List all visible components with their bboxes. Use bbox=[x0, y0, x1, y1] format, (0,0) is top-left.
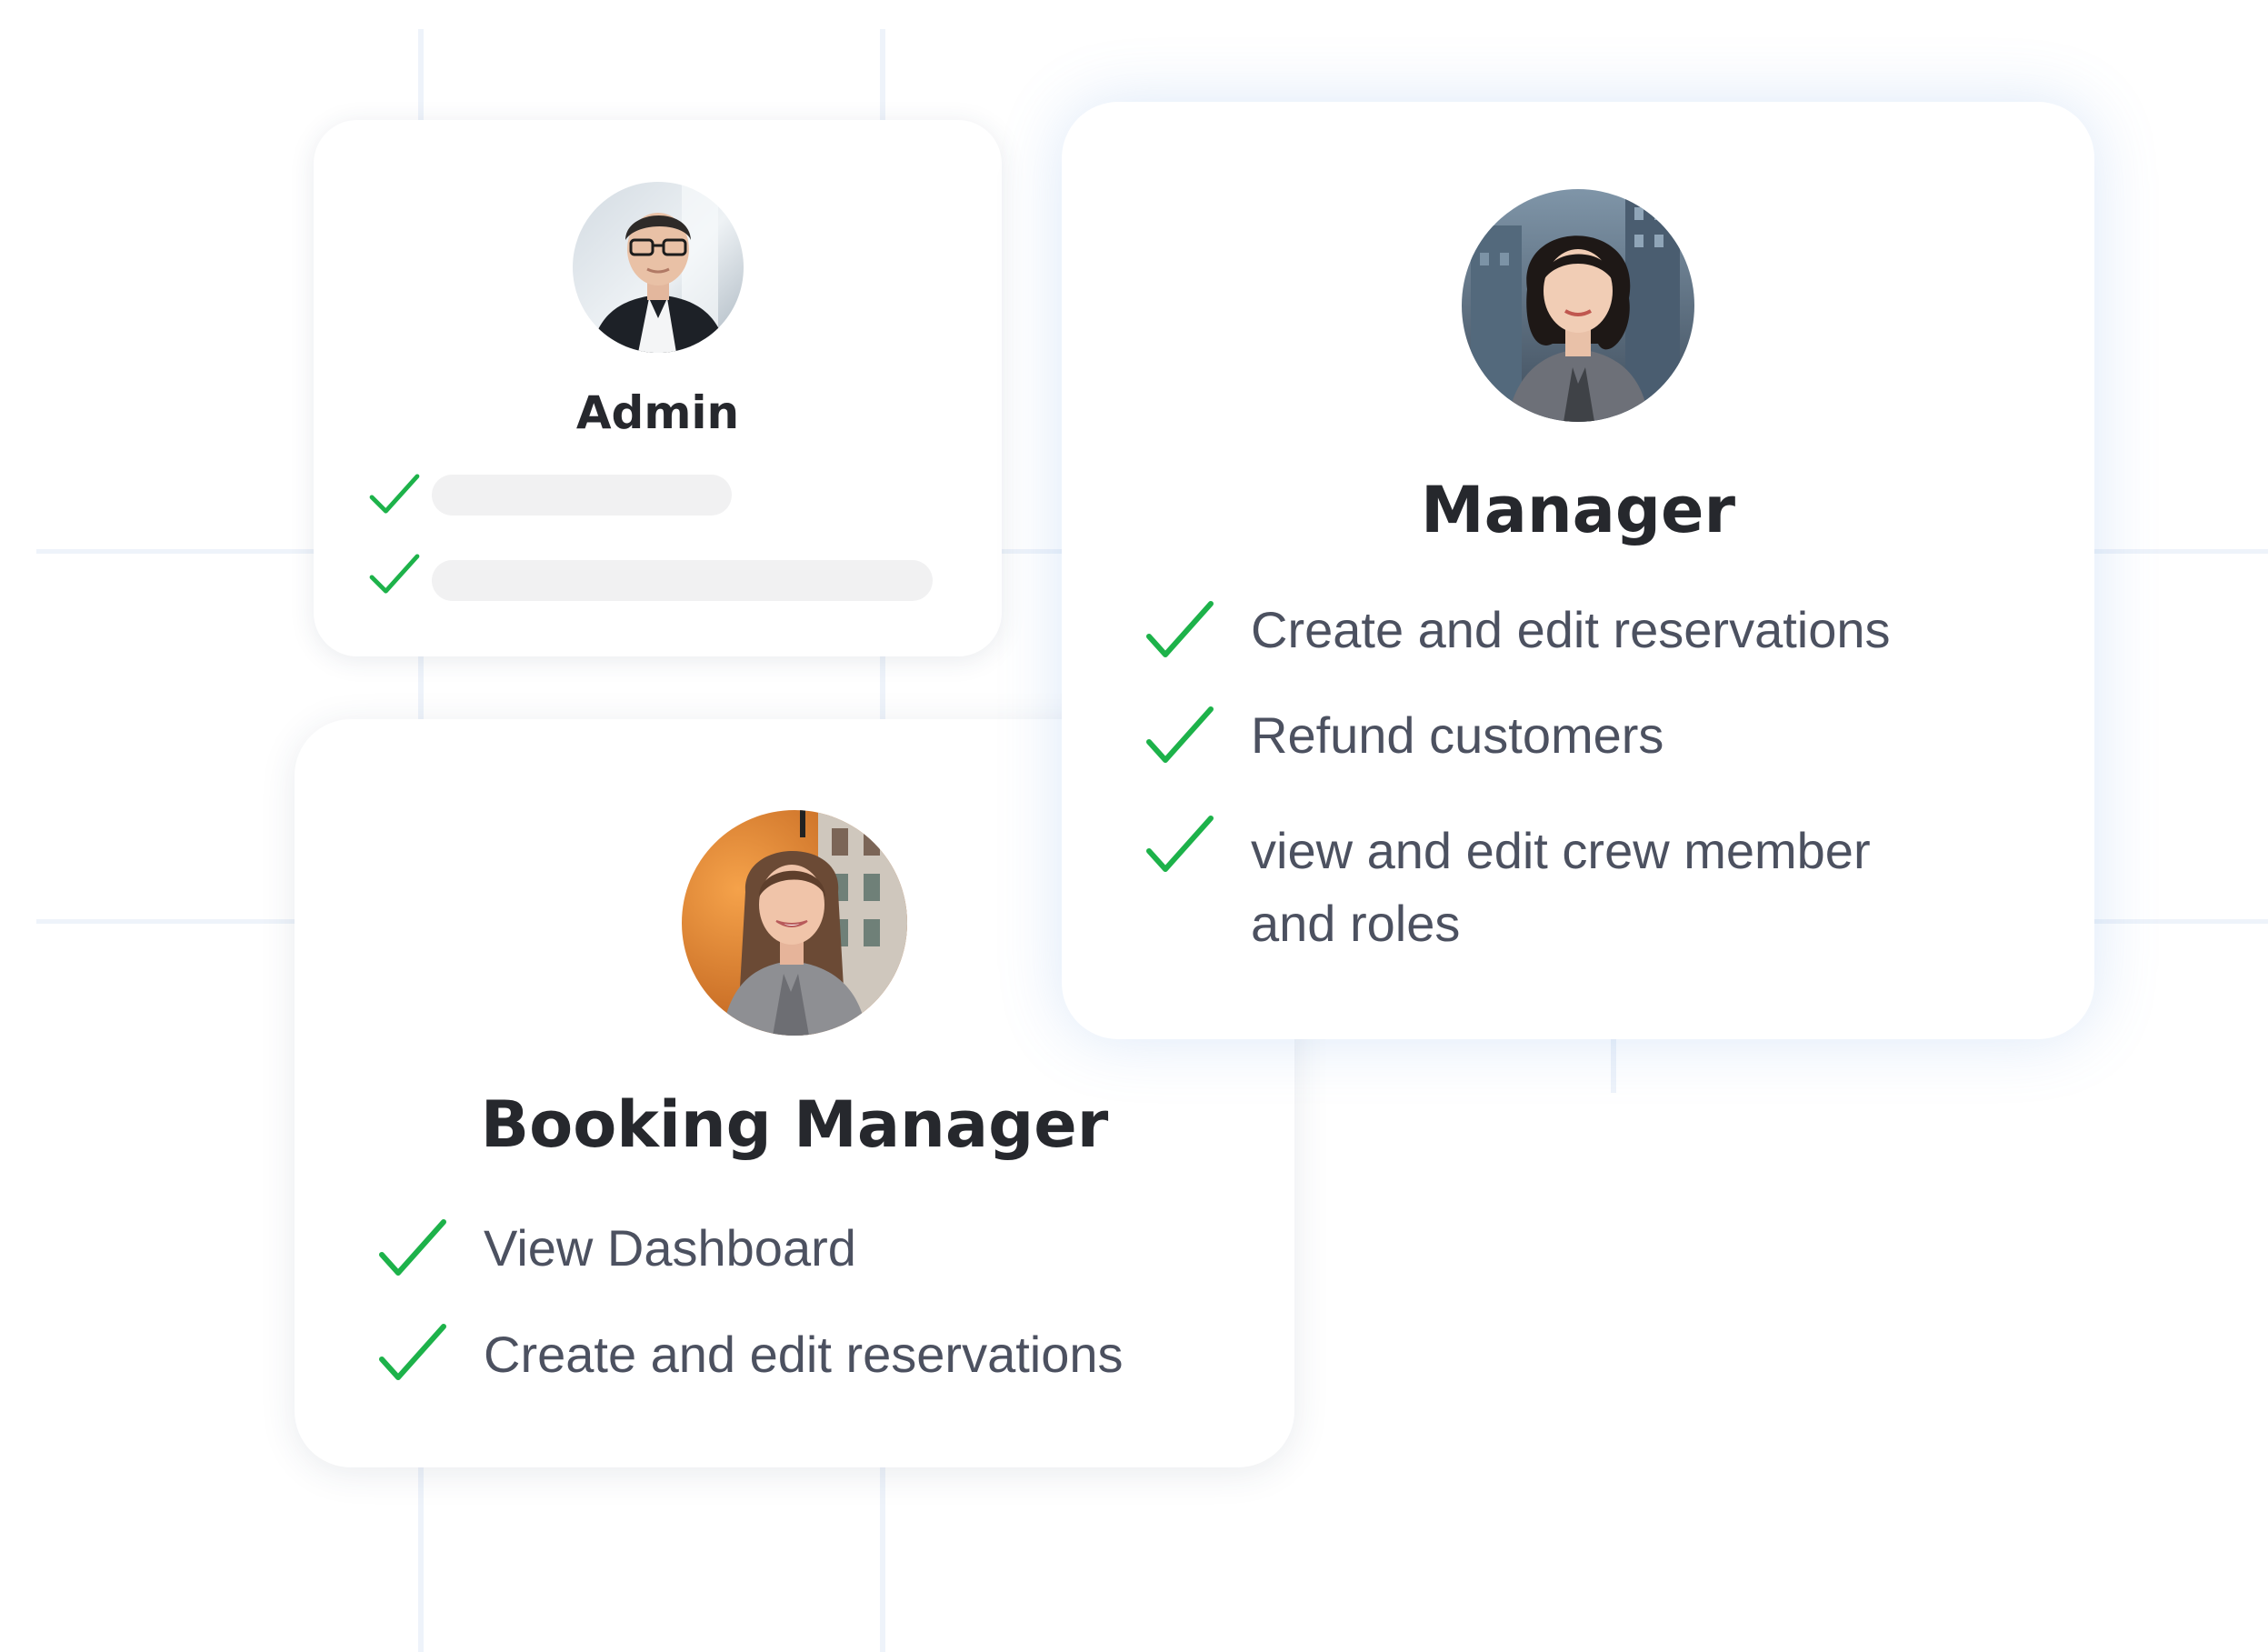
permission-item-label: Refund customers bbox=[1251, 706, 1664, 764]
permission-item-label: Create and edit reservations bbox=[484, 1326, 1124, 1383]
permission-item-label: Create and edit reservations bbox=[1251, 601, 1891, 658]
checkmark-icon bbox=[1146, 601, 1214, 657]
checkmark-icon bbox=[1146, 706, 1214, 763]
manager-role-card: Manager Create and edit reservations Ref… bbox=[1062, 102, 2094, 1039]
checkmark-icon bbox=[1146, 816, 1214, 872]
admin-avatar bbox=[573, 182, 744, 353]
checkmark-icon bbox=[369, 554, 420, 594]
permission-item-label: view and edit crew member and roles bbox=[1251, 822, 1871, 952]
admin-title: Admin bbox=[575, 386, 740, 439]
placeholder-bar bbox=[432, 560, 933, 601]
grid-line bbox=[1611, 1036, 1616, 1093]
checkmark-icon bbox=[369, 474, 420, 514]
booking-manager-title: Booking Manager bbox=[480, 1087, 1109, 1162]
permission-item-label: View Dashboard bbox=[484, 1219, 856, 1277]
booking-manager-avatar bbox=[682, 810, 907, 1036]
person-avatar-icon bbox=[573, 182, 744, 353]
manager-title: Manager bbox=[1420, 473, 1736, 547]
admin-role-card: Admin bbox=[314, 120, 1002, 656]
person-avatar-icon bbox=[1462, 189, 1694, 422]
person-avatar-icon bbox=[682, 810, 907, 1036]
manager-avatar bbox=[1462, 189, 1694, 422]
placeholder-bar bbox=[432, 475, 732, 516]
checkmark-icon bbox=[379, 1219, 446, 1276]
checkmark-icon bbox=[379, 1324, 446, 1380]
